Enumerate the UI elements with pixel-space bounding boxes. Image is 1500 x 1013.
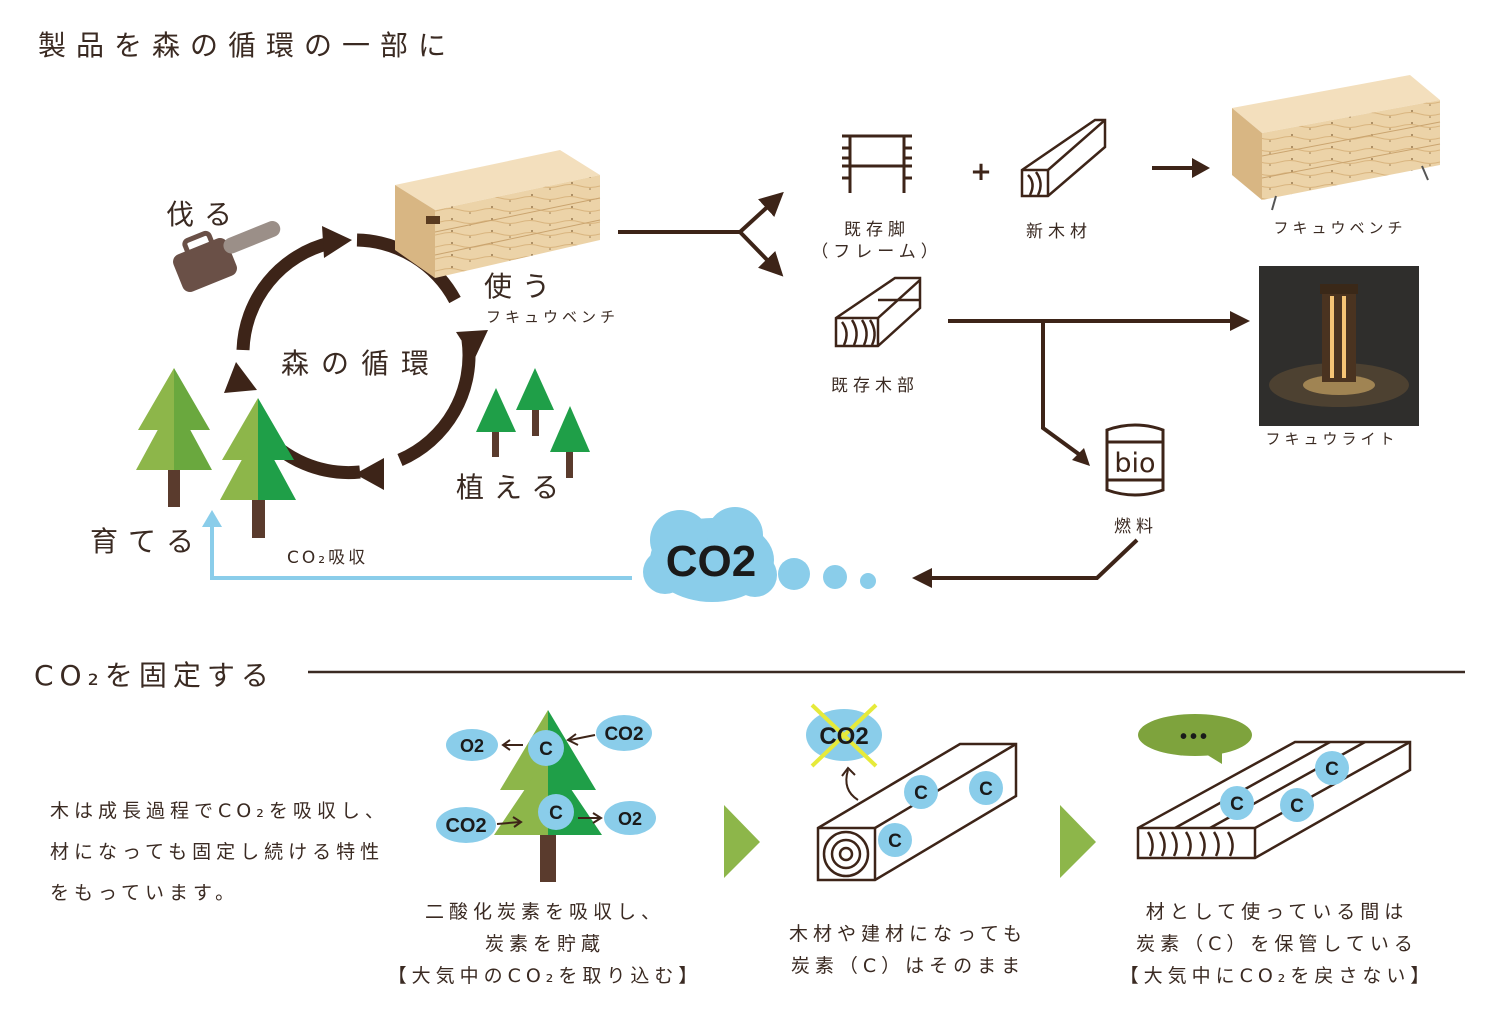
step1-line3: 【大気中のCO₂を取り込む】 <box>387 965 703 987</box>
speech-dots: ••• <box>1180 726 1210 748</box>
co2-cloud-icon <box>643 507 876 602</box>
step3-caption: 材として使っている間は 炭素（C）を保管している 【大気中にCO₂を戻さない】 <box>1120 896 1435 992</box>
step1-co2-right: CO2 <box>604 724 643 745</box>
bio-barrel-icon <box>1105 423 1165 497</box>
label-bench-new: フキュウベンチ <box>1273 219 1407 237</box>
step1-bubbles <box>436 715 656 843</box>
step3-c-bubbles <box>1220 751 1349 822</box>
cycle-arrowheads <box>224 226 488 490</box>
step-arrow-1 <box>724 805 760 878</box>
label-use-sub: フキュウベンチ <box>486 308 620 326</box>
step3-line2: 炭素（C）を保管している <box>1136 933 1418 955</box>
plus-sign: + <box>970 157 992 187</box>
arrow-to-light <box>948 311 1250 331</box>
step2-c-1: C <box>914 783 928 804</box>
label-co2-absorb: CO₂吸収 <box>287 548 369 568</box>
step1-co2-left: CO2 <box>445 815 486 837</box>
chainsaw-icon <box>173 221 281 292</box>
tree-grow-small <box>136 368 212 507</box>
bench-image-new <box>1232 75 1441 211</box>
label-grow: 育てる <box>90 525 205 558</box>
new-wood-icon <box>1020 118 1107 198</box>
step2-log <box>816 742 1018 882</box>
arrow-to-new-bench <box>1152 158 1210 178</box>
label-cut: 伐る <box>166 198 243 231</box>
step3-c-1: C <box>1230 794 1244 815</box>
step2-c-3: C <box>888 831 902 852</box>
step2-line1: 木材や建材になっても <box>788 923 1028 945</box>
arrow-to-fuel-head <box>1072 448 1090 466</box>
label-new-wood: 新木材 <box>1026 222 1092 242</box>
bench-image-cycle <box>395 150 601 278</box>
old-wood-icon <box>834 276 922 348</box>
step1-line1: 二酸化炭素を吸収し、 <box>424 901 665 923</box>
split-arrow <box>618 191 784 277</box>
cycle-center-label: 森の循環 <box>281 347 442 380</box>
step2-caption: 木材や建材になっても 炭素（C）はそのまま <box>789 918 1027 982</box>
step-arrow-2 <box>1060 805 1096 878</box>
frame-icon <box>842 134 912 193</box>
step3-board <box>1136 740 1412 860</box>
step1-arrows <box>496 733 603 828</box>
step2-c-2: C <box>979 779 993 800</box>
step2-co2-text: CO2 <box>819 723 868 750</box>
tree-grow-large <box>220 398 296 538</box>
label-use: 使う <box>484 270 561 303</box>
step3-line3: 【大気中にCO₂を戻さない】 <box>1119 965 1435 987</box>
arrow-fuel-to-co2 <box>912 538 1139 588</box>
step1-o2-right: O2 <box>618 809 642 829</box>
bio-text: bio <box>1114 448 1155 479</box>
saplings-plant <box>476 368 590 478</box>
light-photo <box>1259 266 1419 426</box>
step2-co2-crossed <box>806 703 882 801</box>
label-frame-sub: （フレーム） <box>811 242 943 262</box>
co2-cloud-text: CO2 <box>666 537 756 586</box>
step3-line1: 材として使っている間は <box>1145 901 1409 923</box>
step1-o2-left: O2 <box>460 736 484 756</box>
section2-heading: CO₂を固定する <box>34 659 275 692</box>
step1-caption: 二酸化炭素を吸収し、 炭素を貯蔵 【大気中のCO₂を取り込む】 <box>388 896 703 992</box>
label-plant: 植える <box>456 471 570 504</box>
co2-absorb-arrow <box>202 510 632 580</box>
page-title: 製品を森の循環の一部に <box>38 29 457 62</box>
step3-c-2: C <box>1290 796 1304 817</box>
step1-line2: 炭素を貯蔵 <box>484 933 605 955</box>
label-frame: 既存脚 <box>844 220 910 240</box>
step1-c-bottom: C <box>549 803 563 824</box>
step2-c-bubbles <box>878 771 1003 857</box>
step3-c-3: C <box>1325 759 1339 780</box>
step1-c-top: C <box>539 739 553 760</box>
label-fuel: 燃料 <box>1114 517 1158 537</box>
label-light: フキュウライト <box>1265 430 1399 448</box>
section2-paragraph: 木は成長過程でCO₂を吸収し、材になっても固定し続ける特性をもっています。 <box>50 800 389 904</box>
speech-bubble-icon <box>1138 714 1252 764</box>
step2-line2: 炭素（C）はそのまま <box>790 955 1026 977</box>
label-old-wood: 既存木部 <box>831 376 919 396</box>
arrow-to-fuel <box>1041 321 1082 457</box>
